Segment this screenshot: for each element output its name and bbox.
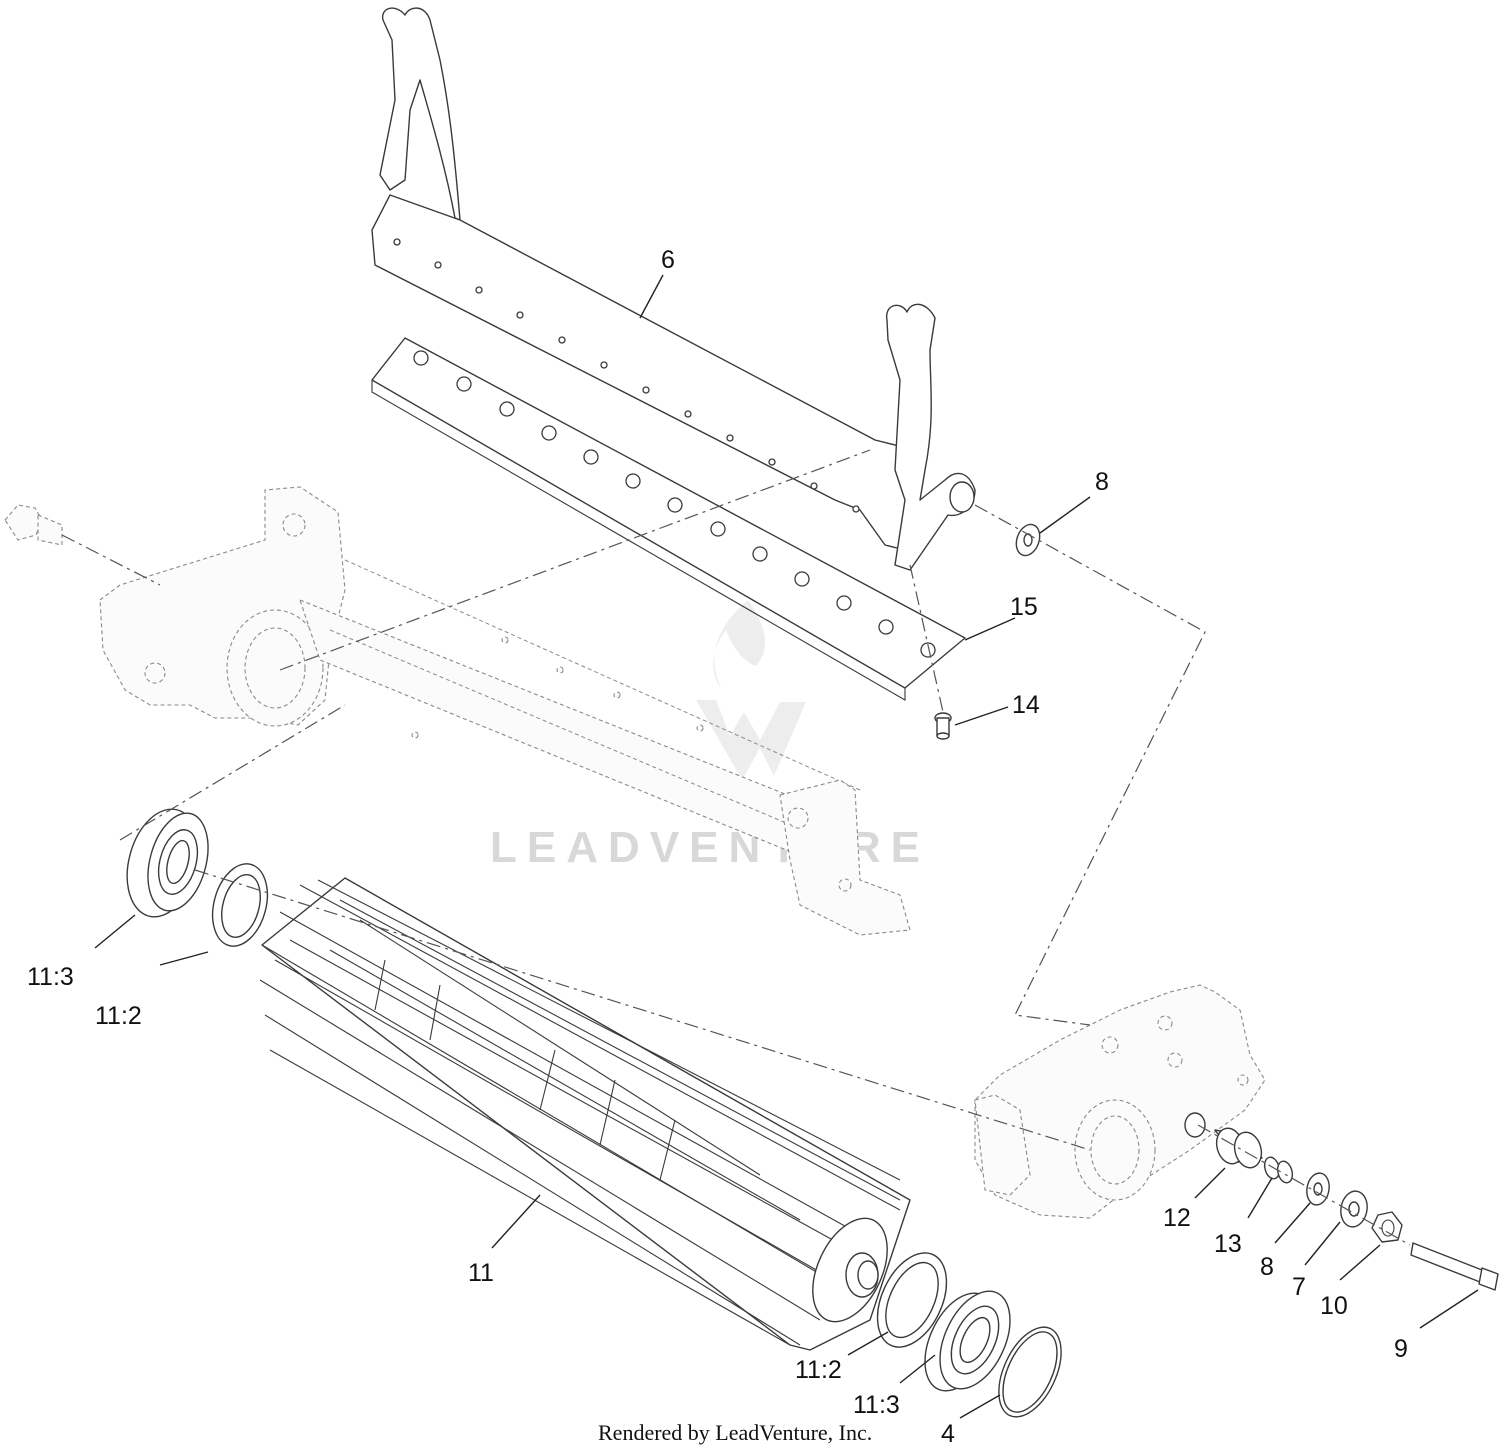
part-11-2-seal-left	[211, 863, 269, 947]
part-14-screw	[934, 712, 952, 740]
leader-lines	[94, 274, 1479, 1419]
part-11-2-seal-right	[876, 1252, 948, 1348]
callout-14: 14	[1012, 691, 1040, 719]
part-10-nut	[1371, 1211, 1403, 1243]
watermark-text: LEADVENTURE	[490, 823, 930, 872]
part-11-reel	[259, 877, 911, 1351]
callout-6: 6	[661, 246, 675, 274]
callout-8-top: 8	[1095, 468, 1109, 496]
callout-11-3-left: 11:3	[27, 963, 74, 991]
right-side-plate	[974, 984, 1266, 1219]
flame-v-logo-icon	[696, 600, 806, 780]
callout-9: 9	[1394, 1335, 1408, 1363]
callout-15: 15	[1010, 593, 1038, 621]
callout-13: 13	[1214, 1230, 1242, 1258]
part-7-washer	[1340, 1190, 1368, 1228]
footer-credit: Rendered by LeadVenture, Inc.	[598, 1420, 872, 1445]
callout-7: 7	[1292, 1273, 1306, 1301]
part-8-washer-top	[1015, 523, 1041, 557]
callout-labels: 6 8 15 14 11:3 11:2 11 12 13 8 7 10 9 11…	[27, 246, 1408, 1448]
part-13-spacer	[1263, 1156, 1294, 1184]
part-4-retaining-ring	[998, 1326, 1062, 1418]
assembly-lines	[61, 449, 1411, 1246]
callout-11-2-left: 11:2	[95, 1002, 142, 1030]
part-11-3-bearing-right	[924, 1290, 1011, 1392]
frame-assembly	[99, 486, 911, 936]
callout-11-3-right: 11:3	[853, 1391, 900, 1419]
frame-bolt	[4, 504, 63, 546]
part-9-shaft	[1410, 1242, 1499, 1291]
callout-4: 4	[941, 1420, 955, 1448]
callout-11-2-right: 11:2	[795, 1356, 842, 1384]
part-15-bedknife	[371, 337, 966, 701]
callout-12: 12	[1163, 1204, 1191, 1232]
callout-11: 11	[468, 1259, 494, 1287]
callout-8-lower: 8	[1260, 1253, 1274, 1281]
part-11-3-bearing-left	[126, 808, 209, 918]
callout-10: 10	[1320, 1292, 1348, 1320]
part-6-bedbar	[371, 7, 976, 571]
part-8-washer-lower	[1306, 1172, 1330, 1206]
